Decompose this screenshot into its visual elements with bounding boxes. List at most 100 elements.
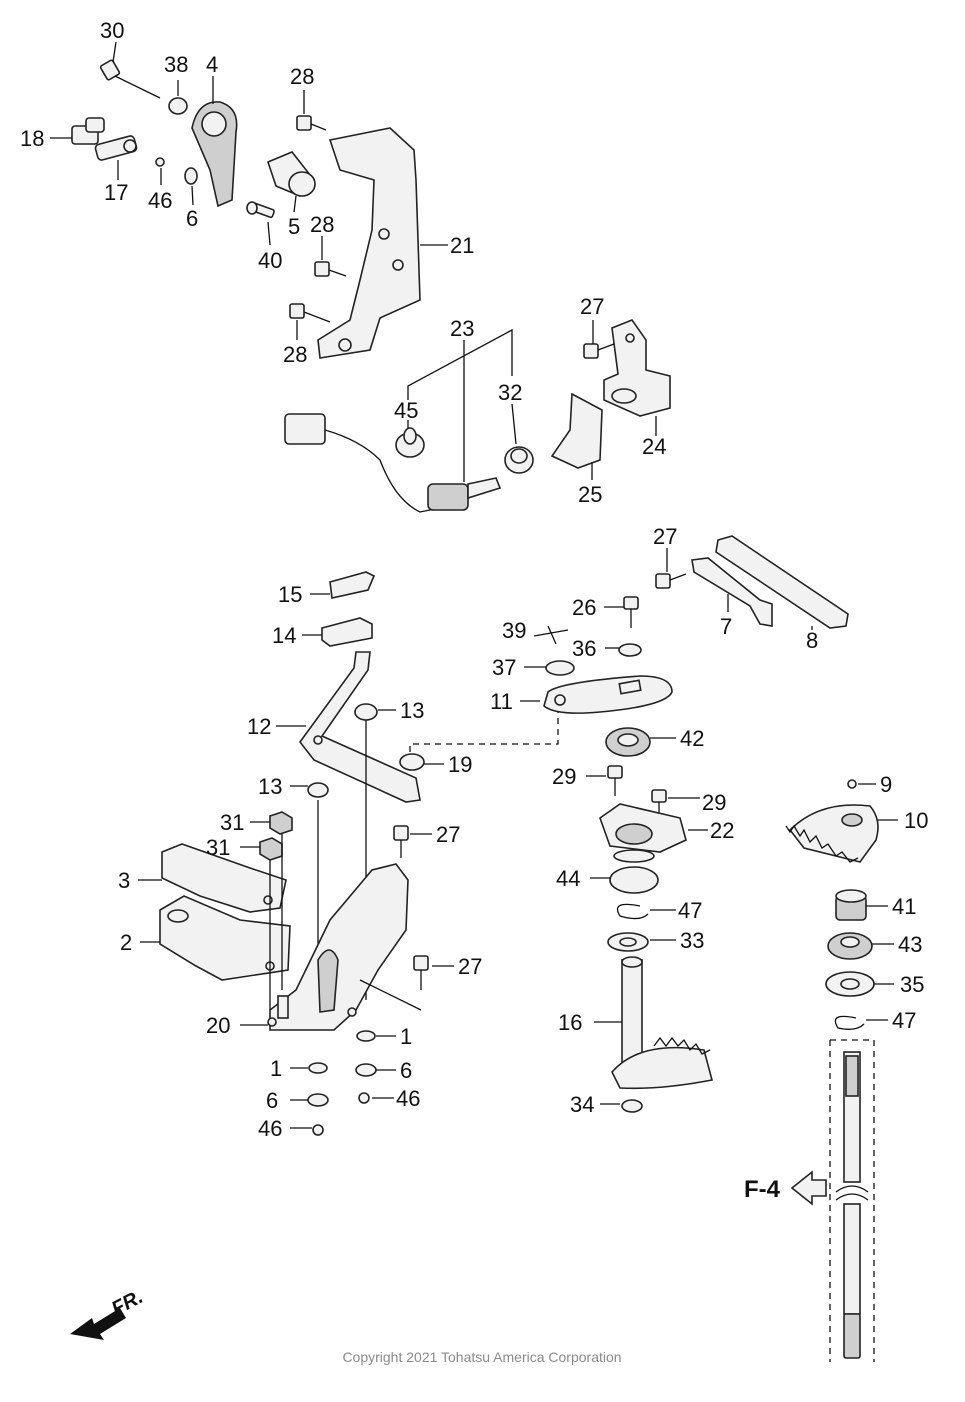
bolt-27-b [655,573,687,589]
washer-36 [618,643,642,657]
label-39: 39 [502,618,526,643]
label-9: 9 [880,772,892,797]
label-6-c: 6 [266,1088,278,1113]
rod-15 [329,571,376,599]
label-22: 22 [710,818,734,843]
label-29-b: 29 [702,790,726,815]
label-46-a: 46 [148,188,172,213]
label-43: 43 [898,932,922,957]
nut-19 [399,753,425,771]
label-38: 38 [164,52,188,77]
gear-10 [785,804,879,863]
label-13-b: 13 [258,774,282,799]
washer-35 [825,971,875,997]
label-31-a: 31 [220,810,244,835]
label-40: 40 [258,248,282,273]
joint-17 [94,135,138,161]
bracket-2 [159,895,291,981]
front-arrow-icon [70,1308,126,1340]
plate-20 [267,863,409,1031]
label-47-b: 47 [892,1008,916,1033]
label-27-d: 27 [458,954,482,979]
label-27-a: 27 [580,294,604,319]
label-45: 45 [394,398,418,423]
o-ring-44 [609,866,659,894]
bolt-28-c [289,303,331,323]
label-33: 33 [680,928,704,953]
bolt-30 [99,59,161,99]
label-10: 10 [904,808,928,833]
copyright-text: Copyright 2021 Tohatsu America Corporati… [342,1349,621,1365]
link-12 [298,651,421,803]
label-31-b: 31 [206,835,230,860]
label-28-b: 28 [310,212,334,237]
washer-1-a [308,1062,328,1074]
label-20: 20 [206,1013,230,1038]
label-30: 30 [100,18,124,43]
label-25: 25 [578,482,602,507]
collar-5 [267,151,316,197]
washer-1-b [356,1030,376,1042]
label-16: 16 [558,1010,582,1035]
label-24: 24 [642,434,666,459]
label-12: 12 [247,714,271,739]
label-17: 17 [104,180,128,205]
label-34: 34 [570,1092,594,1117]
label-7: 7 [720,614,732,639]
label-1-b: 1 [270,1056,282,1081]
connector-18 [71,117,105,145]
joint-14 [321,617,373,647]
label-3: 3 [118,868,130,893]
reference-label: F-4 [744,1176,781,1203]
label-28-c: 28 [283,342,307,367]
lever-11 [543,675,673,714]
washer-6-c [355,1063,377,1077]
clip-46-b [312,1124,324,1136]
label-14: 14 [272,623,296,648]
label-26: 26 [572,595,596,620]
strap-8 [715,535,849,629]
label-42: 42 [680,726,704,751]
label-46-c: 46 [258,1116,282,1141]
grommet-32 [504,446,534,474]
label-46-b: 46 [396,1086,420,1111]
label-29-a: 29 [552,764,576,789]
bolt-27-c [393,825,409,858]
bushing-41 [835,889,867,921]
spacer-43 [827,932,873,960]
clip-47-a [616,903,649,920]
label-36: 36 [572,636,596,661]
clip-46-c [358,1092,370,1104]
lever-4 [191,101,238,208]
nut-31-a [269,811,293,835]
bolt-28-a [296,115,327,131]
label-27-b: 27 [653,524,677,549]
label-47-a: 47 [678,898,702,923]
label-6-b: 6 [400,1058,412,1083]
bolt-28-b [314,261,347,277]
washer-37 [545,660,575,676]
bolt-29-a [607,765,623,796]
label-35: 35 [900,972,924,997]
pin-40 [246,201,275,219]
reference-arrow-icon [790,1170,827,1206]
shaft-16 [611,956,713,1090]
clip-47-b [834,1015,865,1030]
clip-9 [847,779,857,789]
label-41: 41 [892,894,916,919]
bolt-27-d [413,955,429,990]
label-11: 11 [490,689,513,714]
bracket-21 [317,127,421,359]
bushing-13-a [354,703,378,721]
label-23: 23 [450,316,474,341]
nut-31-b [259,837,283,861]
label-19: 19 [448,752,472,777]
label-32: 32 [498,380,522,405]
grommet-42 [605,727,651,757]
bushing-13-b [307,782,329,798]
label-4: 4 [206,52,218,77]
label-27-c: 27 [436,822,460,847]
plate-25 [550,392,603,469]
label-5: 5 [288,214,300,239]
